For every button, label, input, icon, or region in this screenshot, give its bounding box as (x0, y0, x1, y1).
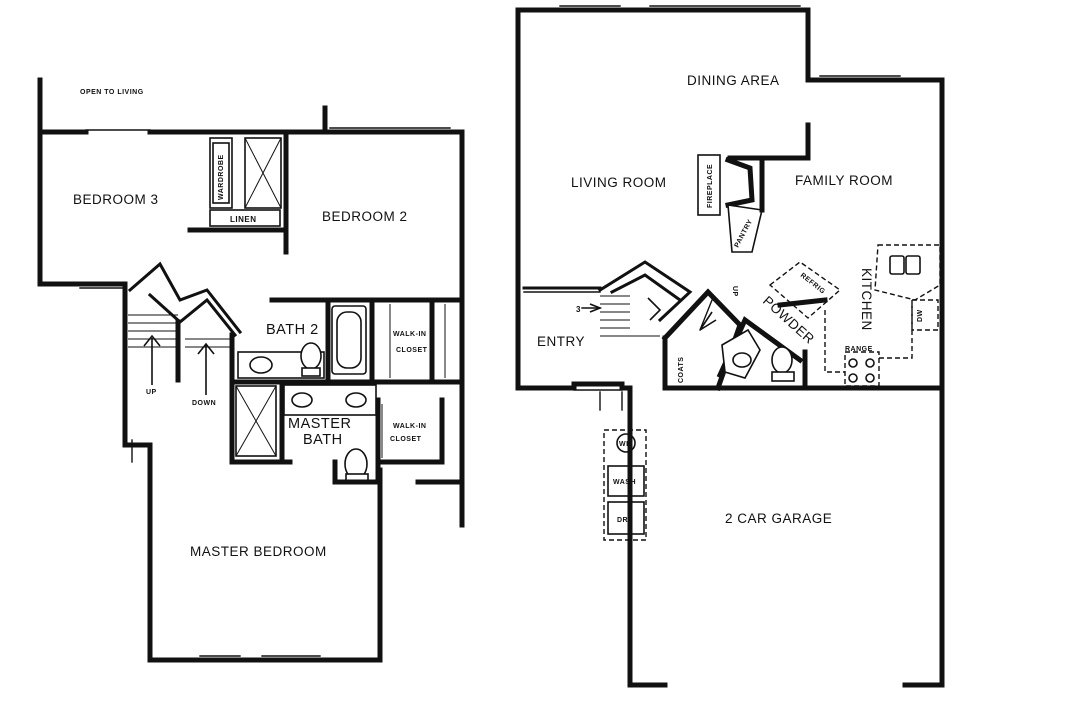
master-bedroom-label: MASTER BEDROOM (190, 544, 327, 559)
bedroom-2-label: BEDROOM 2 (322, 209, 408, 224)
dw-label: DW (917, 309, 924, 322)
bath-2-label: BATH 2 (266, 322, 319, 338)
wardrobe-label: WARDROBE (218, 154, 225, 200)
kitchen-label: KITCHEN (859, 268, 874, 331)
master-bath-line2: BATH (303, 432, 343, 448)
lower-floor (515, 5, 945, 688)
walk-in-closet-1-line1: WALK-IN (393, 331, 426, 338)
walk-in-closet-1-line2: CLOSET (396, 347, 428, 354)
fireplace-label: FIREPLACE (707, 164, 714, 208)
walk-in-closet-2-line2: CLOSET (390, 436, 422, 443)
linen-label: LINEN (230, 215, 257, 224)
water-heater-label: WH (619, 441, 632, 448)
master-bath-line1: MASTER (288, 416, 351, 432)
upper-stair-down-label: DOWN (192, 400, 216, 407)
bedroom-3-label: BEDROOM 3 (73, 192, 159, 207)
garage-label: 2 CAR GARAGE (725, 511, 832, 526)
coats-label: COATS (678, 357, 685, 383)
walk-in-closet-2-line1: WALK-IN (393, 423, 426, 430)
open-to-living-label: OPEN TO LIVING (80, 89, 144, 96)
dining-area-label: DINING AREA (687, 73, 780, 88)
upper-floor (37, 77, 465, 663)
dryer-label: DRY (617, 517, 633, 524)
entry-label: ENTRY (537, 334, 585, 349)
upper-stair-up-label: UP (146, 389, 157, 396)
lower-stair-up-label: UP (731, 286, 738, 297)
lower-stair-number: 3 (576, 305, 581, 314)
washer-label: WASH (613, 479, 636, 486)
family-room-label: FAMILY ROOM (795, 173, 893, 188)
refrig-label: REFRIG (799, 272, 827, 296)
living-room-label: LIVING ROOM (571, 175, 667, 190)
range-label: RANGE (845, 346, 873, 353)
